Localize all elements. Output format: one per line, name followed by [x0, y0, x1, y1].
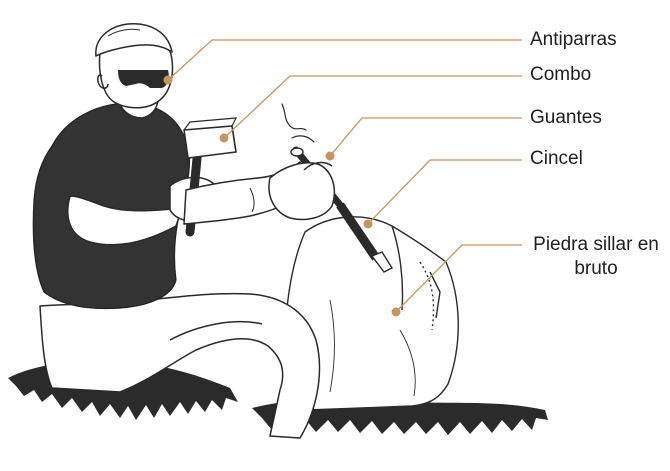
- label-piedra-line2: bruto: [526, 257, 666, 281]
- leader-guantes: [330, 118, 522, 156]
- leader-cincel: [368, 160, 522, 224]
- label-cincel: Cincel: [530, 148, 583, 170]
- sketch-strokes: [282, 104, 314, 142]
- dot-guantes: [326, 152, 335, 161]
- dot-antiparras: [164, 76, 173, 85]
- label-piedra-line1: Piedra sillar en: [526, 233, 666, 257]
- dot-combo: [220, 134, 229, 143]
- leader-antiparras: [168, 40, 522, 80]
- worker-legs: [40, 294, 319, 438]
- leader-combo: [224, 76, 522, 138]
- dot-cincel: [364, 220, 373, 229]
- dot-piedra: [392, 308, 401, 317]
- worker-shirt: [33, 103, 189, 308]
- label-antiparras: Antiparras: [530, 29, 617, 51]
- worker-arm-right: [184, 162, 334, 224]
- label-piedra-sillar: Piedra sillar en bruto: [526, 233, 666, 281]
- label-combo: Combo: [530, 64, 591, 86]
- label-guantes: Guantes: [530, 107, 602, 129]
